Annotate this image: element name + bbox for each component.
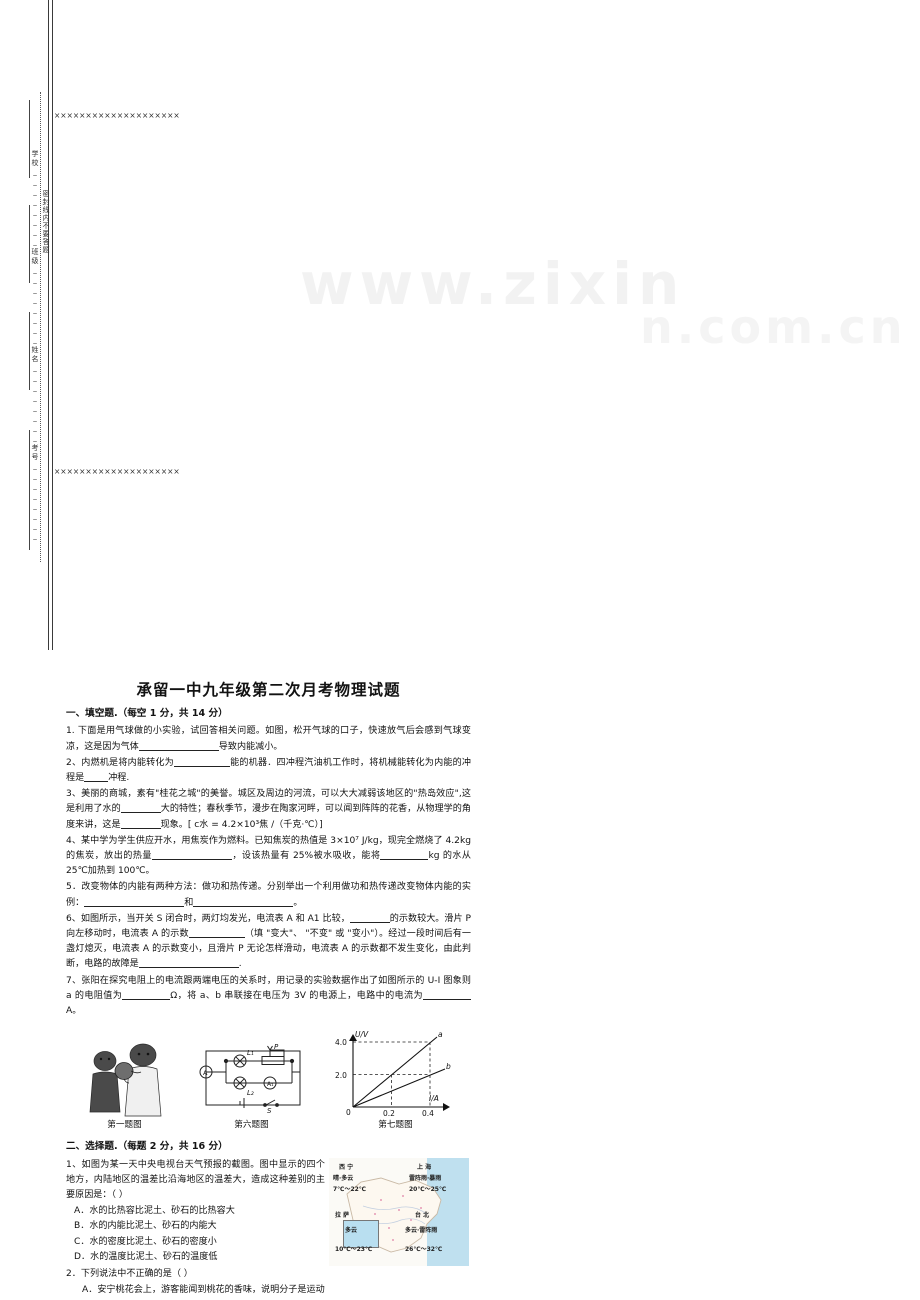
choice-question-1: 1、如图为某一天中央电视台天气预报的截图。图中显示的四个地方，内陆地区的温差比沿… bbox=[66, 1159, 325, 1201]
q6-text-a: 6、如图所示，当开关 S 闭合时，两灯均发光，电流表 A 和 A1 比较， bbox=[66, 913, 350, 924]
q6-blank-3 bbox=[138, 967, 239, 969]
svg-text:A₁: A₁ bbox=[267, 1081, 274, 1088]
seal-tick-2 bbox=[29, 205, 30, 283]
q7-blank-2 bbox=[423, 998, 471, 1000]
q3-blank-1 bbox=[120, 812, 161, 814]
q1-option-d: D．水的温度比泥土、砂石的温度低 bbox=[74, 1251, 218, 1262]
svg-text:4.0: 4.0 bbox=[335, 1038, 347, 1047]
figure-6-caption: 第六题图 bbox=[234, 1120, 269, 1131]
q2-option-a: A．安宁桃花会上，游客能闻到桃花的香味，说明分子是运动的 bbox=[82, 1285, 325, 1296]
city-1-temp: 7℃～22℃ bbox=[333, 1185, 367, 1193]
fill-question-3: 3、美丽的商城，素有"桂花之城"的美誉。城区及周边的河流，可以大大减弱该地区的"… bbox=[66, 787, 471, 833]
weather-forecast-figure: 西 宁 晴·多云 7℃～22℃ 上 海 雷阵雨·暴雨 20℃～25℃ 拉 萨 多… bbox=[329, 1157, 471, 1300]
figure-6-circuit: L₁ L₂ P S A A₁ 第六题图 bbox=[196, 1037, 308, 1133]
svg-text:I/A: I/A bbox=[429, 1094, 439, 1103]
q5-text-a: 5．改变物体的内能有两种方法：做功和热传递。分别举出一个利用做功和热传递改变物体… bbox=[66, 882, 471, 908]
seal-mark-text: 密封线内不要答题 bbox=[42, 190, 50, 254]
seal-x-marks-upper: ×××××××××××××××××××× bbox=[54, 111, 180, 120]
circuit-diagram-q6: L₁ L₂ P S A A₁ bbox=[199, 1043, 300, 1115]
svg-text:b: b bbox=[446, 1062, 451, 1071]
q5-blank-1 bbox=[84, 905, 185, 907]
q6-text-d: . bbox=[238, 959, 242, 970]
svg-text:0.4: 0.4 bbox=[422, 1109, 434, 1117]
watermark-text-1: www.zixin bbox=[300, 250, 686, 318]
balloon-experiment-illustration bbox=[89, 1043, 161, 1117]
q6-blank-1 bbox=[349, 921, 390, 923]
q1-option-a: A．水的比热容比泥土、砂石的比热容大 bbox=[74, 1206, 235, 1217]
fill-question-5: 5．改变物体的内能有两种方法：做功和热传递。分别举出一个利用做功和热传递改变物体… bbox=[66, 880, 471, 910]
figure-7-caption: 第七题图 bbox=[378, 1120, 413, 1131]
q7-text-c: A。 bbox=[66, 1006, 82, 1017]
q5-text-c: 。 bbox=[293, 897, 303, 908]
fill-question-1: 1. 下面是用气球做的小实验，试回答相关问题。如图，松开气球的口子，快速放气后会… bbox=[66, 724, 471, 754]
fill-question-6: 6、如图所示，当开关 S 闭合时，两灯均发光，电流表 A 和 A1 比较，的示数… bbox=[66, 912, 471, 973]
city-3-name: 拉 萨 bbox=[335, 1211, 350, 1219]
left-column: 承留一中九年级第二次月考物理试题 一、填空题.（每空 1 分，共 14 分） 1… bbox=[66, 681, 471, 1300]
fill-question-7: 7、张阳在探究电阻上的电流跟两端电压的关系时，用记录的实验数据作出了如图所示的 … bbox=[66, 974, 471, 1020]
fill-question-4: 4、某中学为学生供应开水，用焦炭作为燃料。已知焦炭的热值是 3×10⁷ J/kg… bbox=[66, 834, 471, 880]
city-4-condition: 多云·雷阵雨 bbox=[405, 1226, 438, 1234]
fill-question-2: 2、内燃机是将内能转化为能的机器．四冲程汽油机工作时，将机械能转化为内能的冲程是… bbox=[66, 756, 471, 786]
svg-text:A: A bbox=[203, 1069, 208, 1077]
q7-blank-1 bbox=[122, 998, 171, 1000]
q7-text-b: Ω，将 a、b 串联接在电压为 3V 的电源上，电路中的电流为 bbox=[170, 990, 423, 1001]
q1-blank-1 bbox=[138, 749, 219, 751]
figure-1-balloon: 第一题图 bbox=[79, 1041, 171, 1133]
q2-text-a: 2、内燃机是将内能转化为 bbox=[66, 757, 174, 768]
svg-text:S: S bbox=[267, 1107, 272, 1115]
ui-characteristic-chart: 4.0 2.0 0 0.2 0.4 U/V I/A a b bbox=[335, 1030, 451, 1117]
weather-map-image: 西 宁 晴·多云 7℃～22℃ 上 海 雷阵雨·暴雨 20℃～25℃ 拉 萨 多… bbox=[329, 1157, 469, 1266]
section-2-heading: 二、选择题.（每题 2 分，共 16 分） bbox=[66, 1141, 228, 1153]
seal-info-text: 学校________班级________姓名________考号________ bbox=[31, 150, 39, 542]
city-4-temp: 26℃～32℃ bbox=[405, 1245, 443, 1253]
seal-tick-3 bbox=[29, 312, 30, 390]
svg-text:U/V: U/V bbox=[355, 1030, 369, 1039]
q3-blank-2 bbox=[120, 827, 161, 829]
seal-tick-4 bbox=[29, 430, 30, 550]
seal-margin: 学校________班级________姓名________考号________… bbox=[0, 0, 180, 650]
left-figure-row: 第一题图 bbox=[66, 1029, 471, 1133]
q2-blank-1 bbox=[173, 765, 230, 767]
city-4-name: 台 北 bbox=[415, 1211, 430, 1219]
q4-blank-2 bbox=[380, 859, 429, 861]
q2-blank-2 bbox=[84, 781, 109, 783]
svg-text:0.2: 0.2 bbox=[383, 1109, 395, 1117]
choice-question-2: 2．下列说法中不正确的是（ ） bbox=[66, 1269, 193, 1280]
seal-x-marks-lower: ×××××××××××××××××××× bbox=[54, 467, 180, 476]
seal-tick-1 bbox=[29, 100, 30, 178]
q5-blank-2 bbox=[193, 905, 294, 907]
city-3-temp: 10℃～23℃ bbox=[335, 1245, 373, 1253]
q6-blank-2 bbox=[188, 937, 245, 939]
watermark-text-2: n.com.cn bbox=[640, 300, 907, 354]
q2-text-c: 冲程. bbox=[108, 773, 130, 784]
figure-1-caption: 第一题图 bbox=[107, 1120, 142, 1131]
figure-7-ui-graph: 4.0 2.0 0 0.2 0.4 U/V I/A a b 第七题图 bbox=[333, 1029, 459, 1133]
page-title: 承留一中九年级第二次月考物理试题 bbox=[136, 681, 401, 699]
q1-option-c: C．水的密度比泥土、砂石的密度小 bbox=[74, 1236, 217, 1247]
seal-dotted-line bbox=[40, 92, 41, 562]
seal-rule-inner bbox=[52, 0, 53, 650]
q4-blank-1 bbox=[151, 859, 232, 861]
q1-text-b: 导致内能减小。 bbox=[218, 741, 283, 752]
q1-option-b: B．水的内能比泥土、砂石的内能大 bbox=[74, 1221, 217, 1232]
q5-text-b: 和 bbox=[184, 897, 194, 908]
section-1-heading: 一、填空题.（每空 1 分，共 14 分） bbox=[66, 708, 228, 720]
city-3-condition: 多云 bbox=[345, 1226, 358, 1234]
svg-text:0: 0 bbox=[346, 1108, 351, 1117]
svg-text:2.0: 2.0 bbox=[335, 1071, 347, 1080]
svg-text:a: a bbox=[438, 1030, 443, 1039]
q4-text-b: ，设该热量有 25%被水吸收，能将 bbox=[231, 851, 381, 862]
svg-text:L₁: L₁ bbox=[247, 1049, 254, 1057]
city-2-temp: 20℃～25℃ bbox=[409, 1185, 447, 1193]
seal-rule-outer bbox=[48, 0, 49, 650]
svg-text:L₂: L₂ bbox=[247, 1089, 254, 1097]
q3-text-c: 现象。[ c水 = 4.2×10³焦 /（千克·℃）] bbox=[160, 819, 323, 830]
